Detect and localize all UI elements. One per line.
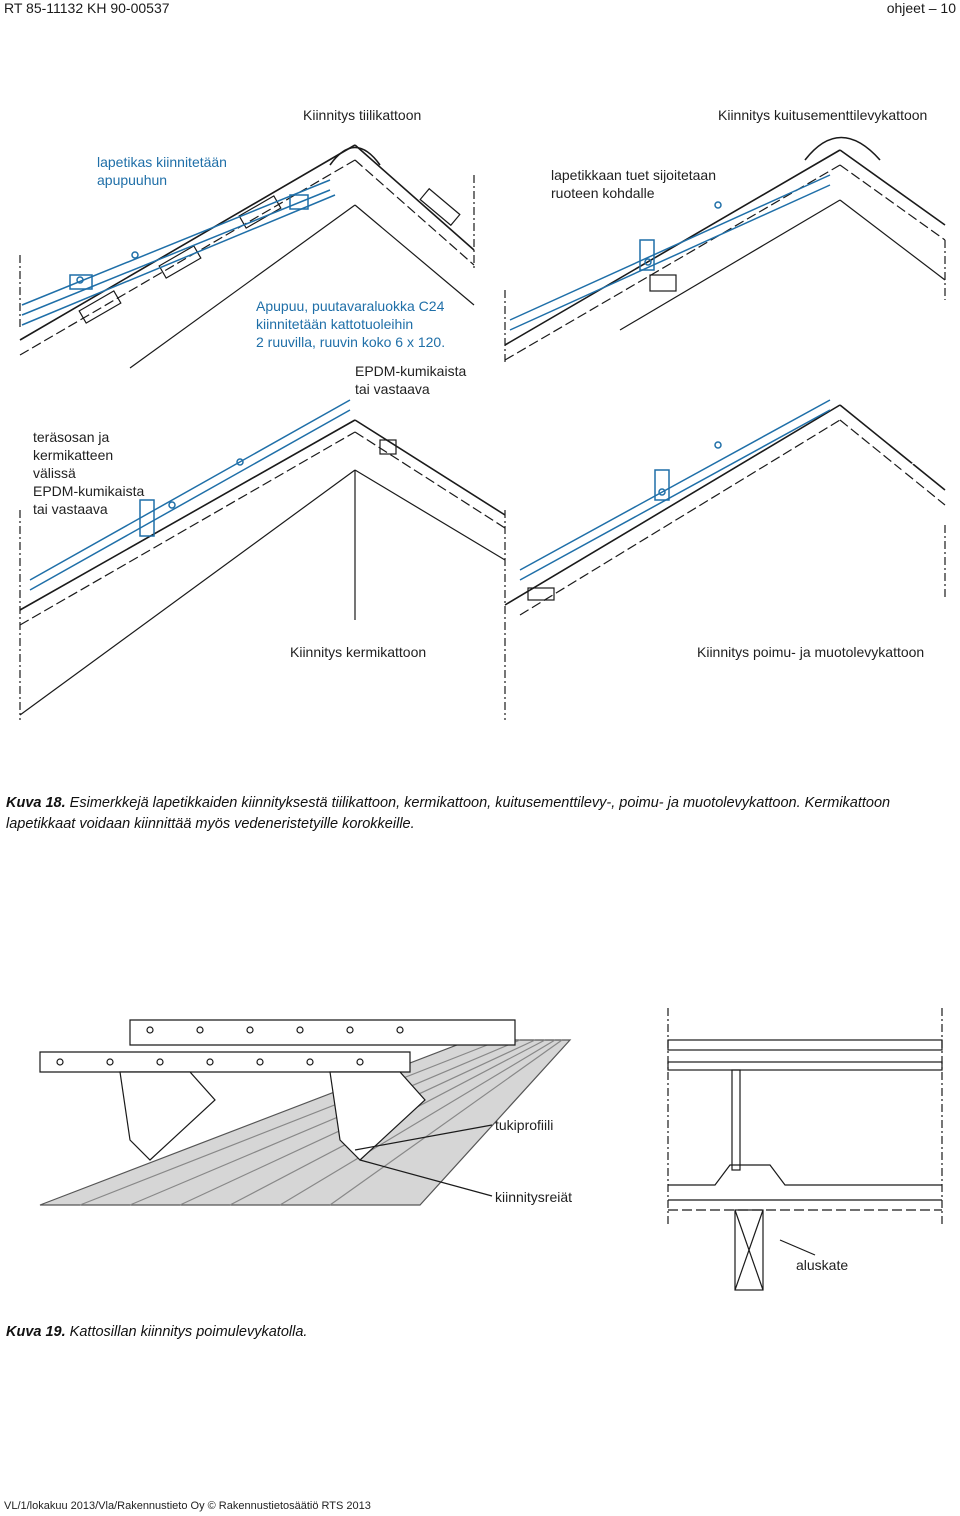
sheet-metal-ladder — [29, 399, 351, 591]
figure-19-caption: Kuva 19. Kattosillan kiinnitys poimulevy… — [6, 1322, 307, 1343]
footer-credits: VL/1/lokakuu 2013/Vla/Rakennustieto Oy ©… — [4, 1500, 371, 1512]
note-steel-epdm: teräsosan ja kermikatteen välissä EPDM-k… — [33, 429, 145, 517]
sheet-metal-drawing — [19, 419, 506, 716]
title-corrugated-roof: Kiinnitys poimu- ja muotolevykattoon — [697, 644, 925, 660]
note-batten: Apupuu, puutavaraluokka C24 kiinnitetään… — [256, 298, 446, 350]
caption-label: Kuva 18. — [6, 795, 66, 811]
note-ridge: lapetikkaan tuet sijoitetaan ruoteen koh… — [551, 167, 716, 201]
caption-19-text: Kattosillan kiinnitys poimulevykatolla. — [65, 1324, 308, 1340]
fiber-cement-ladder — [509, 174, 831, 331]
section-page: ohjeet – 10 — [886, 0, 956, 16]
note-apupuu: lapetikas kiinnitetään apupuuhun — [97, 154, 227, 188]
title-fiber-cement-roof: Kiinnitys kuitusementtilevykattoon — [718, 107, 928, 123]
caption-19-label: Kuva 19. — [6, 1324, 66, 1340]
note-epdm: EPDM-kumikaista tai vastaava — [355, 363, 467, 397]
corrugated-roof-drawing — [504, 404, 946, 646]
doc-code: RT 85-11132 KH 90-00537 — [4, 0, 170, 16]
tile-roof-drawing — [19, 144, 475, 369]
tile-roof-ladder — [21, 179, 336, 326]
corrugated-ladder — [519, 399, 831, 581]
title-tile-roof: Kiinnitys tiilikattoon — [303, 107, 422, 123]
label-mounting-holes: kiinnitysreiät — [495, 1189, 573, 1205]
title-sheet-metal-roof: Kiinnitys kermikattoon — [290, 644, 427, 660]
label-support-profile: tukiprofiili — [495, 1117, 554, 1133]
figure-18-caption: Kuva 18. Esimerkkejä lapetikkaiden kiinn… — [6, 793, 956, 835]
figure-19-section — [667, 1008, 943, 1291]
label-underlay: aluskate — [796, 1257, 849, 1273]
figure-19-drawing — [39, 1019, 572, 1206]
fiber-cement-drawing — [504, 136, 946, 361]
caption-text-1: Esimerkkejä lapetikkaiden kiinnityksestä… — [65, 795, 891, 811]
caption-text-2: lapetikkaat voidaan kiinnittää myös vede… — [6, 816, 415, 832]
